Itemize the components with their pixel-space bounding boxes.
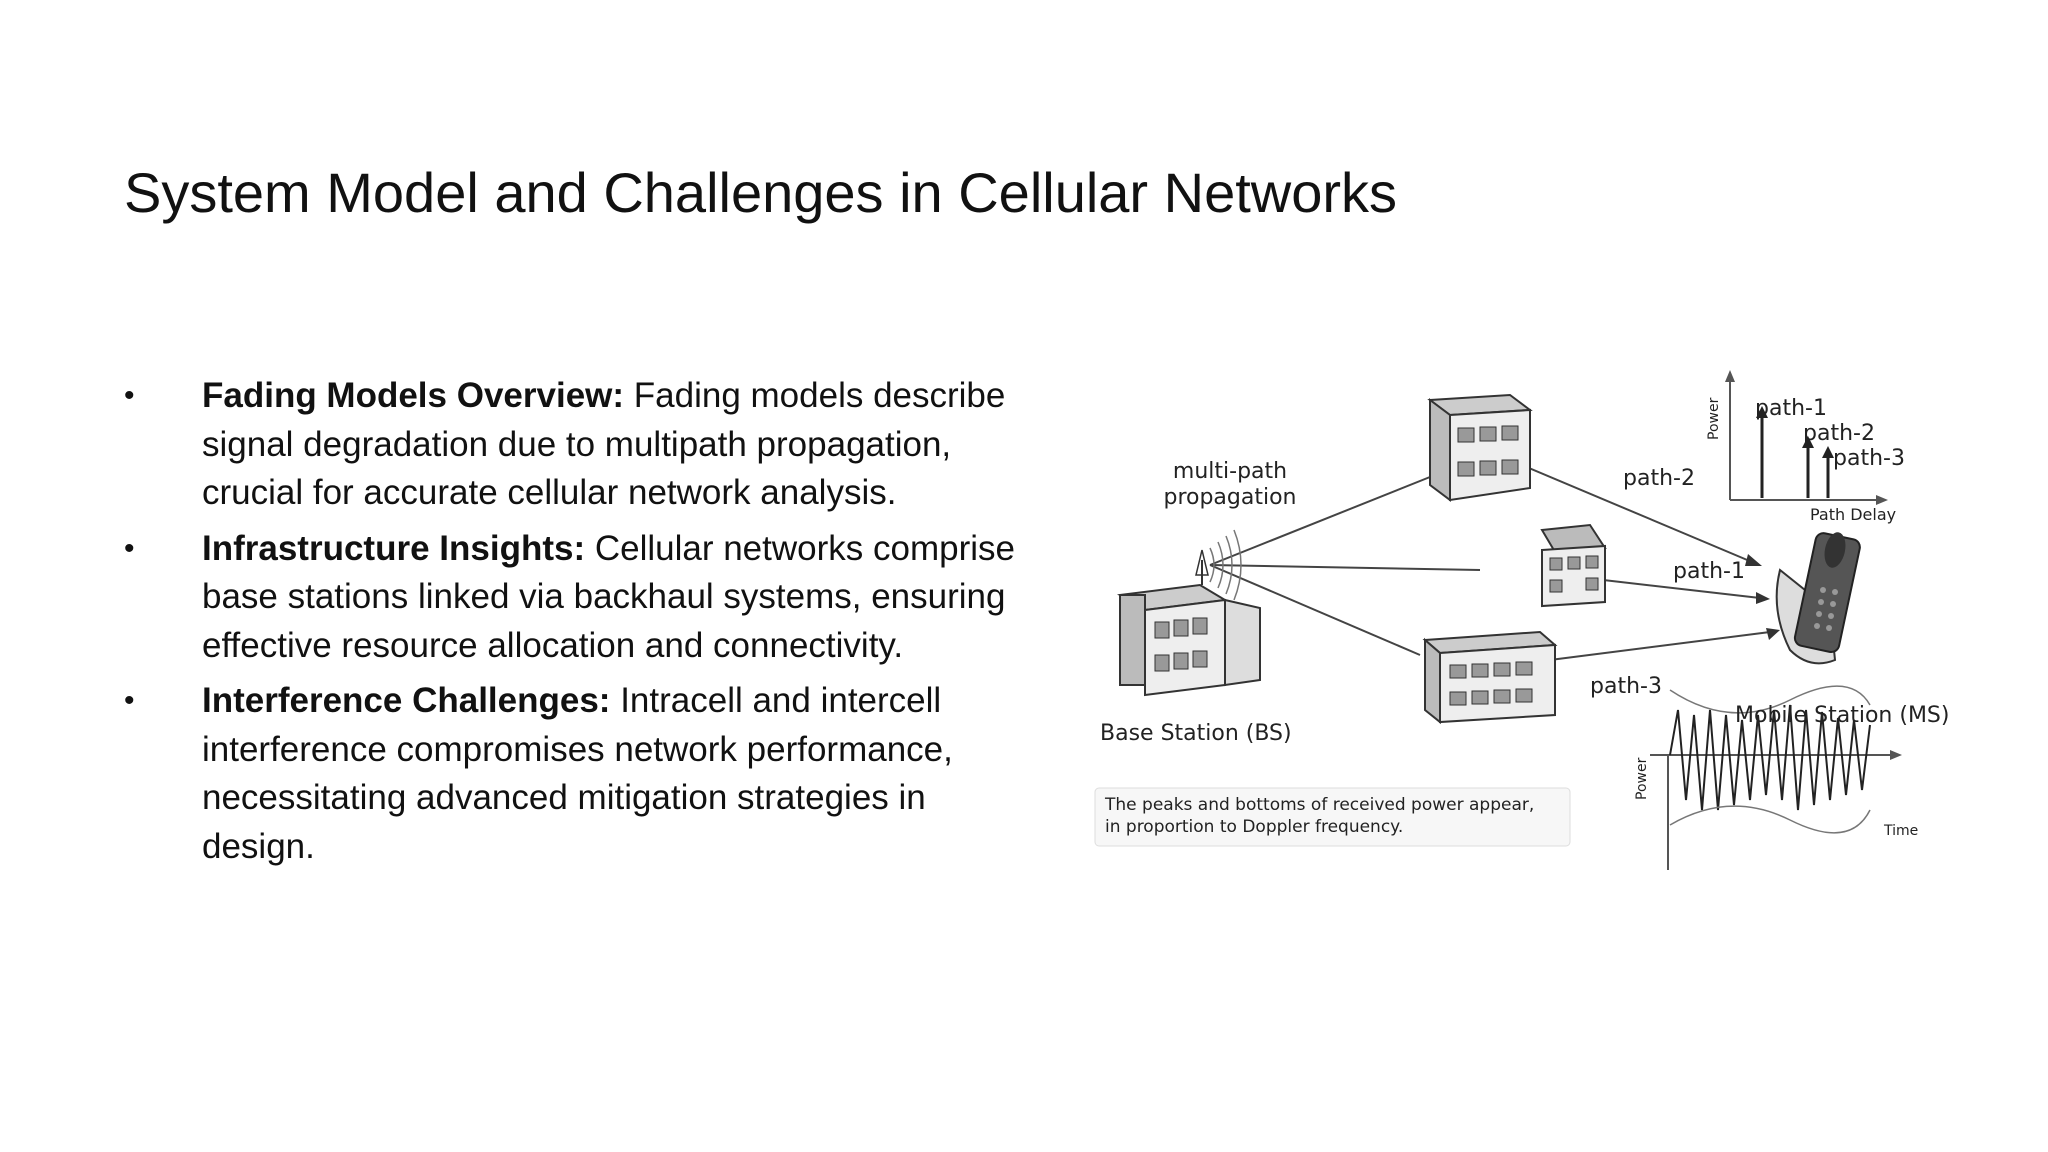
caption-line1: The peaks and bottoms of received power … <box>1104 795 1534 815</box>
multipath-label-line1: multi-path <box>1173 459 1287 484</box>
arrowheads <box>1745 554 1780 640</box>
path-delay-axis-label: Path Delay <box>1810 505 1896 524</box>
caption-line2: in proportion to Doppler frequency. <box>1105 817 1403 837</box>
delay-profile-inset <box>1725 370 1888 505</box>
bullet-item: • Fading Models Overview: Fading models … <box>124 372 1024 518</box>
mobile-phone-icon <box>1775 532 1861 665</box>
bullet-heading: Fading Models Overview: <box>202 376 625 415</box>
bullet-dot-icon: • <box>124 531 135 565</box>
slide-title: System Model and Challenges in Cellular … <box>124 161 1398 224</box>
inset-path2-label: path-2 <box>1803 421 1875 446</box>
radio-wave-icon <box>1209 529 1242 601</box>
bullet-item: • Infrastructure Insights: Cellular netw… <box>124 525 1024 671</box>
caption-box <box>1094 787 1571 847</box>
bullet-heading: Interference Challenges: <box>202 681 611 720</box>
bullet-text: Fading models describe signal degradatio… <box>202 376 1006 512</box>
multipath-label-line2: propagation <box>1163 485 1296 510</box>
bullet-dot-icon: • <box>124 684 135 717</box>
multipath-diagram: multi-path propagation path-2 path-1 pat… <box>1090 370 1980 890</box>
propagation-lines <box>1209 459 1771 661</box>
bullet-dot-icon: • <box>124 379 135 412</box>
path3-label: path-3 <box>1590 674 1662 699</box>
bullet-text: Cellular networks comprise base stations… <box>202 528 1015 665</box>
base-station-building-icon <box>1117 549 1261 697</box>
fading-waveform-inset <box>1650 685 1902 870</box>
inset-path3-label: path-3 <box>1833 446 1905 471</box>
bullet-text: Intracell and intercell interference com… <box>202 681 953 866</box>
bullet-heading: Infrastructure Insights: <box>202 528 586 568</box>
path1-label: path-1 <box>1673 559 1745 584</box>
middle-house-icon <box>1540 523 1607 608</box>
mobile-station-label: Mobile Station (MS) <box>1735 703 1949 728</box>
bullet-list: • Fading Models Overview: Fading models … <box>124 372 1024 878</box>
bottom-building-icon <box>1422 630 1558 725</box>
inset-path1-label: path-1 <box>1755 396 1827 421</box>
bullet-item: • Interference Challenges: Intracell and… <box>124 677 1024 871</box>
top-building-icon <box>1427 393 1533 502</box>
power-axis-label-bottom: Power <box>1634 757 1650 800</box>
power-axis-label-top: Power <box>1706 397 1722 440</box>
path2-label: path-2 <box>1623 466 1695 491</box>
base-station-label: Base Station (BS) <box>1100 721 1292 746</box>
time-axis-label: Time <box>1883 823 1918 839</box>
multipath-diagram-svg: multi-path propagation path-2 path-1 pat… <box>1094 370 1949 870</box>
